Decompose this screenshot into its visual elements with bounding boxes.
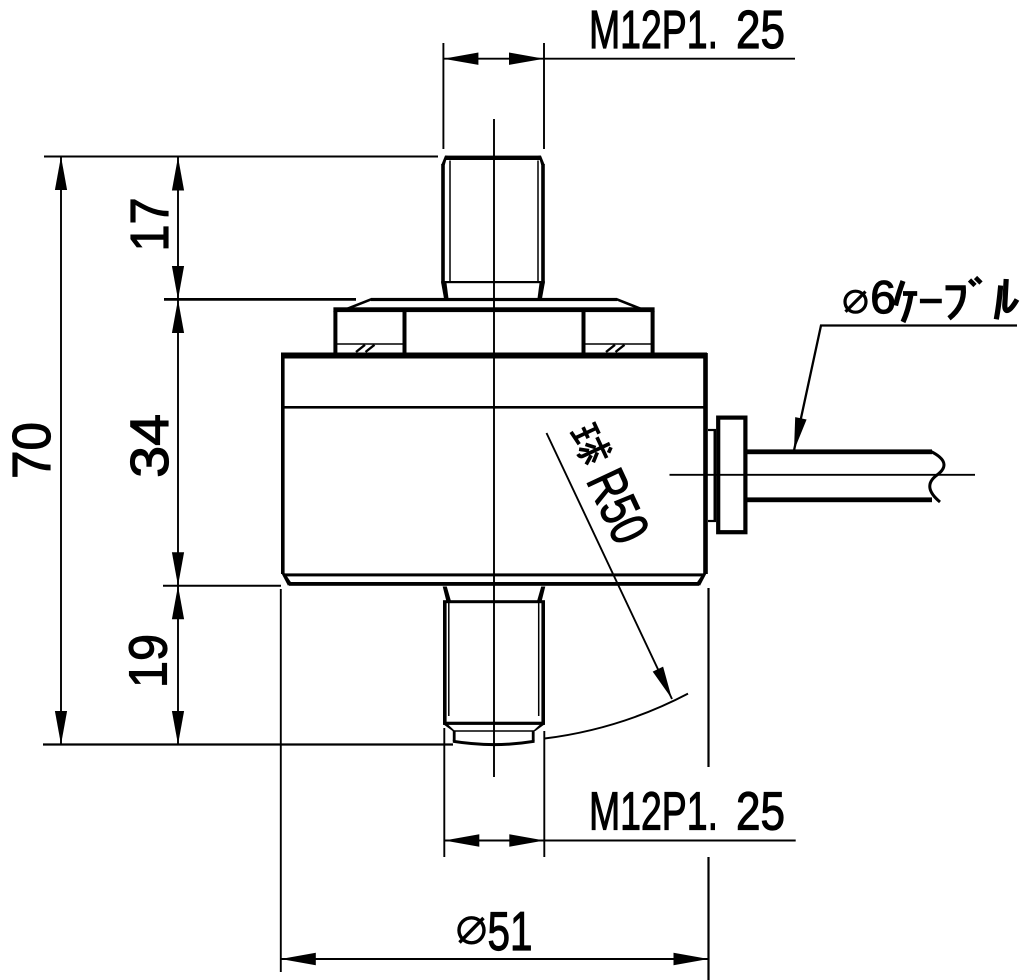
svg-text:6: 6	[870, 271, 896, 323]
svg-text:25: 25	[736, 0, 785, 60]
svg-text:17: 17	[120, 198, 180, 252]
svg-text:34: 34	[120, 414, 180, 478]
svg-text:25: 25	[736, 782, 785, 842]
svg-text:M12P1.: M12P1.	[589, 0, 718, 60]
svg-text:70: 70	[2, 422, 62, 479]
svg-text:19: 19	[119, 634, 179, 688]
svg-text:M12P1.: M12P1.	[589, 782, 718, 842]
svg-text:51: 51	[488, 900, 533, 962]
